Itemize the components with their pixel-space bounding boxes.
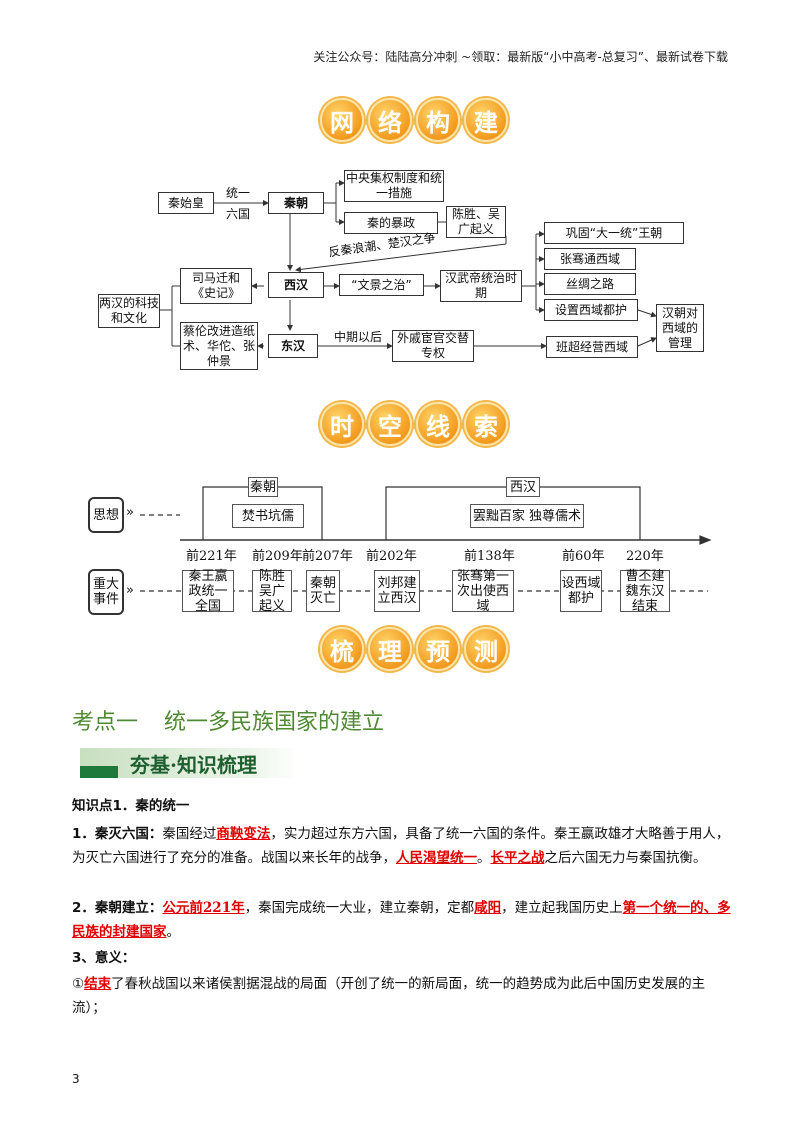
year: 220年	[626, 549, 664, 564]
p1-label: 1．秦灭六国：	[72, 826, 163, 842]
box-wudi: 汉武帝统治时期	[440, 270, 522, 302]
box-donghan: 东汉	[268, 334, 318, 358]
event-box: 曹丕建魏东汉结束	[620, 569, 670, 614]
section-number: 考点一	[72, 710, 139, 735]
box-wenjing: “文景之治”	[339, 274, 424, 296]
box-qinshihuang: 秦始皇	[158, 192, 214, 214]
text: 。	[477, 850, 491, 866]
banner-timeline: 时 空 线 索	[0, 402, 800, 450]
highlight: 第一个统一的、多民族的封建国家	[72, 900, 731, 940]
box-science: 两汉的科技和文化	[98, 294, 160, 328]
paragraph-3: 3、意义：	[72, 946, 732, 970]
tl-bachu: 罢黜百家 独尊儒术	[470, 504, 584, 528]
box-cailun: 蔡伦改进造纸术、华佗、张仲景	[180, 322, 258, 370]
text: 了春秋战国以来诸侯割据混战的局面（开创了统一的新局面，统一的趋势成为此后中国历史…	[72, 976, 706, 1016]
box-tyranny: 秦的暴政	[344, 212, 438, 234]
event-box: 张骞第一次出使西域	[452, 569, 514, 614]
label-unify: 统一	[225, 186, 250, 200]
banner-char: 梳	[320, 627, 364, 671]
box-duhu: 设置西域都护	[544, 299, 638, 321]
label-events: 重大事件	[88, 569, 124, 615]
box-xihan: 西汉	[268, 272, 324, 298]
box-qin: 秦朝	[268, 192, 324, 214]
box-zhangqian: 张骞通西域	[544, 248, 636, 270]
section-name: 统一多民族国家的建立	[164, 710, 385, 735]
text: ①	[72, 976, 85, 992]
year: 前202年	[366, 549, 417, 564]
banner-char: 预	[416, 627, 460, 671]
highlight: 咸阳	[474, 900, 502, 916]
year: 前209年	[252, 549, 303, 564]
paragraph-2: 2．秦朝建立：公元前221年，秦国完成统一大业，建立秦朝，定都咸阳，建立起我国历…	[72, 896, 732, 944]
text: ，建立起我国历史上	[501, 900, 623, 916]
label-six: 六国	[225, 207, 250, 221]
banner-char: 线	[416, 402, 460, 446]
page-header: 关注公众号：陆陆高分冲刺 ~领取：最新版“小中高考-总复习”、最新试卷下载	[313, 50, 728, 64]
subtitle-tab-icon	[80, 766, 118, 778]
banner-char: 空	[368, 402, 412, 446]
p2-label: 2．秦朝建立：	[72, 900, 163, 916]
chevron-icon: »	[126, 583, 134, 598]
banner-char: 理	[368, 627, 412, 671]
box-silk: 丝绸之路	[544, 273, 636, 295]
banner-network: 网 络 构 建	[0, 98, 800, 146]
banner-review: 梳 理 预 测	[0, 627, 800, 675]
banner-char: 建	[464, 98, 508, 142]
highlight: 商鞅变法	[216, 826, 271, 842]
section-title: 考点一统一多民族国家的建立	[72, 704, 384, 736]
text: 之后六国无力与秦国抗衡。	[544, 850, 707, 866]
banner-char: 网	[320, 98, 364, 142]
text: 。	[166, 924, 181, 940]
text: ，秦国完成统一大业，建立秦朝，定都	[244, 900, 475, 916]
highlight: 公元前221年	[162, 900, 245, 916]
label-midlater: 中期以后	[333, 330, 382, 344]
tl-xihan-label: 西汉	[506, 477, 540, 497]
box-gonggu: 巩固“大一统”王朝	[544, 222, 684, 244]
text: 秦国经过	[162, 826, 217, 842]
year: 前138年	[464, 549, 515, 564]
highlight: 长平之战	[490, 850, 545, 866]
paragraph-1: 1．秦灭六国：秦国经过商鞅变法，实力超过东方六国，具备了统一六国的条件。秦王嬴政…	[72, 822, 732, 870]
event-box: 设西域都护	[560, 570, 602, 612]
page-number: 3	[72, 1072, 80, 1086]
paragraph-4: ①结束了春秋战国以来诸侯割据混战的局面（开创了统一的新局面，统一的趋势成为此后中…	[72, 972, 732, 1020]
banner-char: 构	[416, 98, 460, 142]
label-sixiang: 思想	[88, 497, 124, 533]
text: ，实力超过东方六国，具备了统一六国的条件。秦王嬴政雄才大略善于用人，为灭亡六国进…	[72, 826, 730, 866]
tl-qin-label: 秦朝	[248, 477, 278, 497]
subtitle: 夯基·知识梳理	[130, 753, 257, 777]
highlight: 人民渴望统一	[396, 850, 477, 866]
event-box: 刘邦建立西汉	[374, 570, 420, 612]
banner-char: 索	[464, 402, 508, 446]
p3-label: 3、意义：	[72, 950, 136, 966]
year: 前60年	[562, 549, 605, 564]
box-central: 中央集权制度和统一措施	[344, 170, 444, 202]
year: 前221年	[186, 549, 237, 564]
banner-char: 络	[368, 98, 412, 142]
highlight: 结束	[84, 976, 112, 992]
box-manage: 汉朝对西域的管理	[656, 304, 704, 352]
box-chensheng: 陈胜、吴广起义	[446, 206, 506, 238]
event-box: 秦朝灭亡	[306, 570, 340, 612]
subtitle-bar: 夯基·知识梳理	[80, 748, 298, 778]
box-banchao: 班超经营西域	[546, 336, 638, 358]
tl-fenshu: 焚书坑儒	[232, 504, 304, 528]
year: 前207年	[302, 549, 353, 564]
box-sima: 司马迁和《史记》	[180, 268, 252, 304]
event-box: 陈胜吴广起义	[252, 569, 292, 614]
knowledge-point-title: 知识点1．秦的统一	[72, 798, 190, 814]
chevron-icon: »	[126, 505, 134, 520]
banner-char: 测	[464, 627, 508, 671]
event-box: 秦王嬴政统一全国	[182, 569, 234, 614]
box-waiqi: 外戚宦官交替专权	[392, 330, 474, 362]
banner-char: 时	[320, 402, 364, 446]
